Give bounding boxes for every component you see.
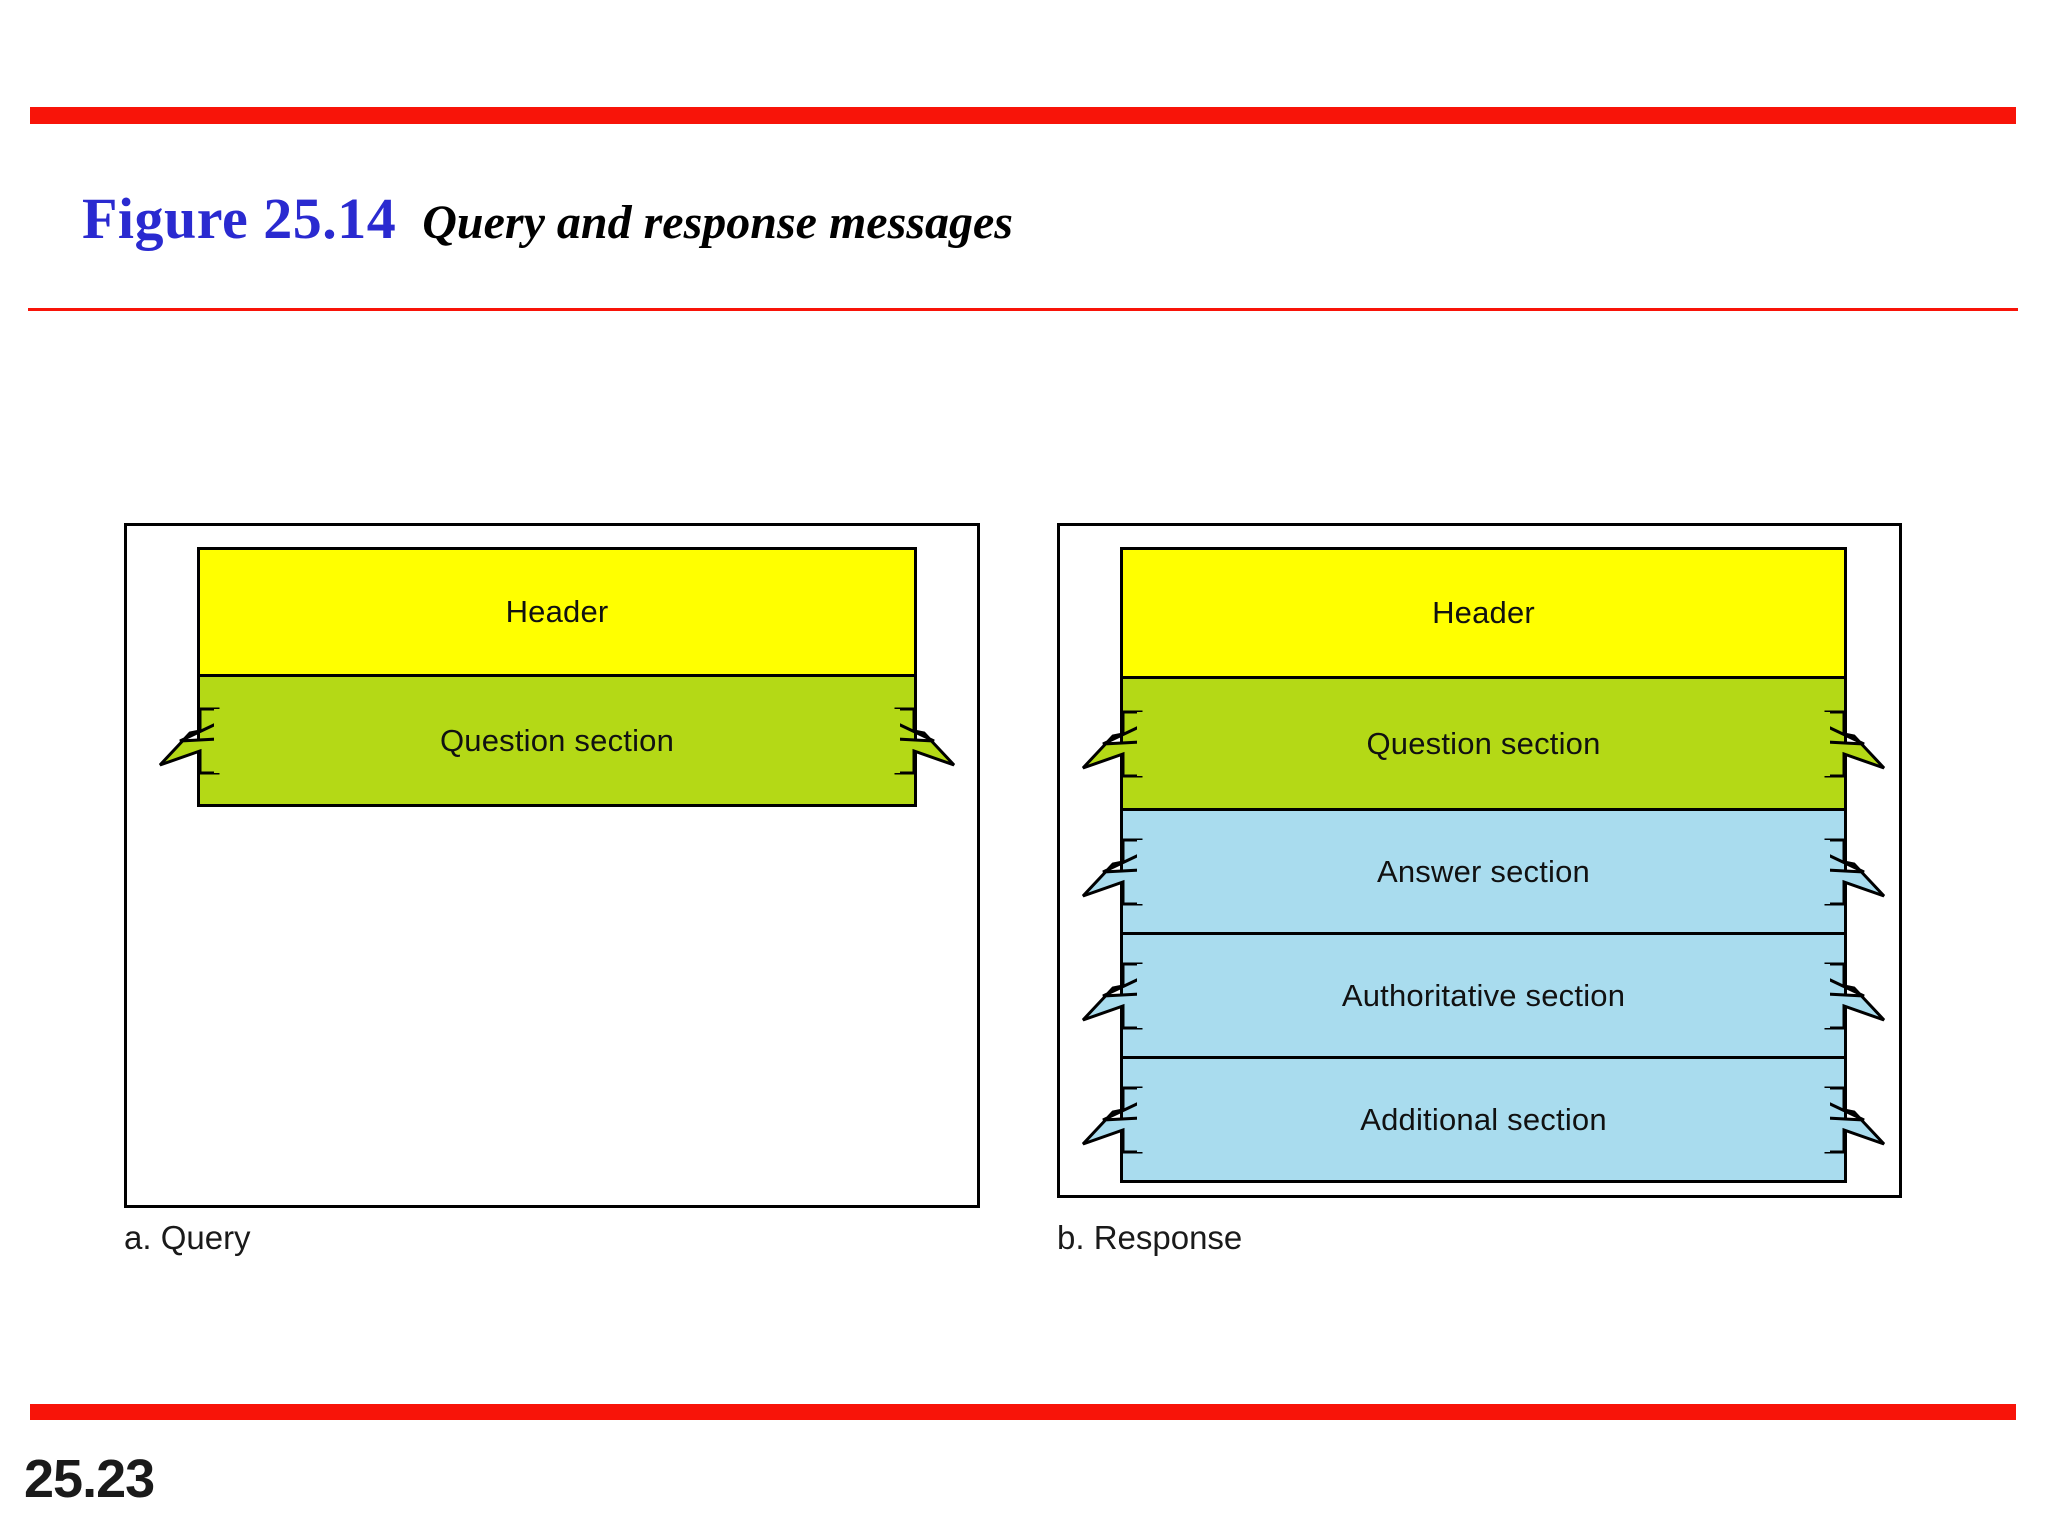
response-authoritative-label: Authoritative section: [1341, 977, 1626, 1013]
response-authoritative-section: Authoritative section: [1081, 935, 1886, 1059]
query-question-label: Question section: [439, 722, 675, 758]
top-accent-rule: [30, 107, 2016, 124]
query-question-section: Question section: [158, 677, 956, 807]
response-panel-caption: b. Response: [1057, 1219, 1243, 1256]
response-header-label: Header: [1432, 595, 1535, 630]
query-message-stack: Header Question section: [158, 547, 956, 807]
response-answer-section: Answer section: [1081, 811, 1886, 935]
query-header-section: Header: [197, 547, 917, 677]
response-question-label: Question section: [1366, 725, 1601, 761]
figure-caption-text: Query and response messages: [422, 196, 1013, 249]
figure-title: Figure 25.14 Query and response messages: [82, 185, 1013, 255]
response-additional-label: Additional section: [1360, 1101, 1607, 1137]
response-header-section: Header: [1120, 547, 1847, 679]
bottom-accent-rule: [30, 1404, 2016, 1420]
title-divider-rule: [28, 308, 2018, 311]
query-panel-caption: a. Query: [124, 1219, 251, 1256]
response-question-section: Question section: [1081, 679, 1886, 811]
query-header-label: Header: [505, 594, 609, 629]
response-answer-label: Answer section: [1376, 853, 1590, 889]
response-additional-section: Additional section: [1081, 1059, 1886, 1183]
slide-number: 25.23: [24, 1449, 155, 1509]
figure-number: Figure 25.14: [82, 186, 397, 251]
response-message-stack: Header Question section Answer section: [1081, 547, 1886, 1183]
